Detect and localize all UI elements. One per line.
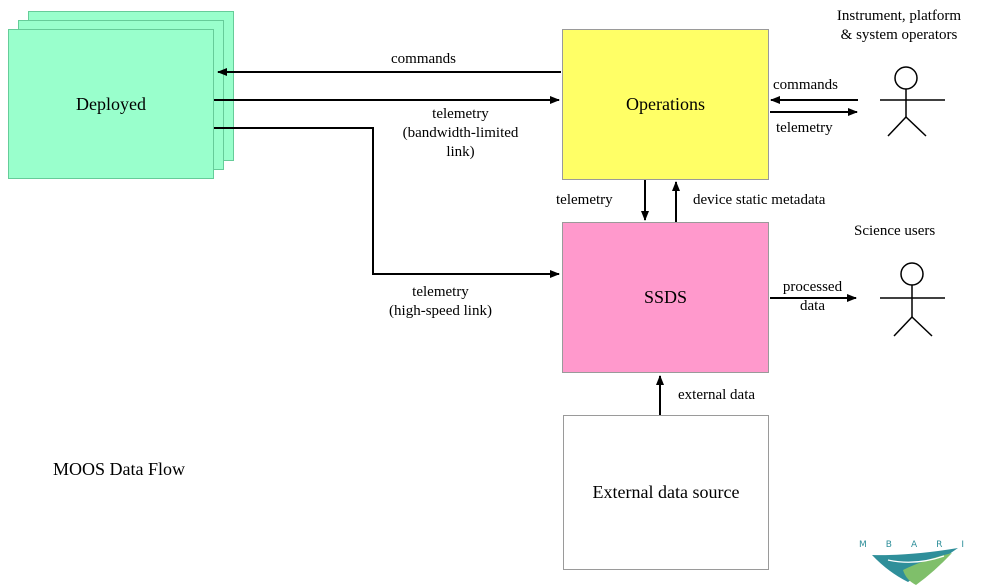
ssds-node: SSDS (562, 222, 769, 373)
ssds-label: SSDS (643, 287, 688, 307)
label-telemetry-bandwidth-line2: (bandwidth-limited (402, 125, 519, 141)
label-telemetry-highspeed-line2: (high-speed link) (389, 303, 492, 319)
external-source-node: External data source (563, 415, 769, 570)
operator-actor-icon (880, 66, 945, 137)
label-processed-data: processed data (765, 278, 860, 316)
operations-label: Operations (626, 94, 705, 114)
label-operators-line2: & system operators (840, 27, 958, 43)
label-processed-line1: processed (782, 279, 843, 295)
external-source-label: External data source (592, 482, 740, 502)
label-operator-commands: commands (773, 77, 838, 93)
label-ops-to-ssds: telemetry (556, 192, 613, 208)
telemetry-highspeed-arrow (214, 127, 560, 278)
label-telemetry-bandwidth-line1: telemetry (432, 106, 489, 122)
diagram-title: MOOS Data Flow (53, 459, 186, 479)
label-telemetry-highspeed: telemetry (high-speed link) (358, 283, 523, 321)
operations-node: Operations (562, 29, 769, 180)
label-science-users: Science users (854, 223, 936, 239)
label-ssds-to-ops: device static metadata (693, 192, 826, 208)
label-processed-line2: data (800, 298, 825, 314)
label-commands: commands (391, 51, 456, 67)
label-telemetry-highspeed-line1: telemetry (412, 284, 469, 300)
label-operator-telemetry: telemetry (776, 120, 833, 136)
label-telemetry-bandwidth: telemetry (bandwidth-limited link) (378, 105, 543, 162)
deployed-node: Deployed (8, 29, 214, 179)
science-user-actor-icon (880, 262, 945, 337)
mbari-logo-icon: MBARI (859, 540, 983, 585)
label-operators: Instrument, platform & system operators (806, 7, 992, 45)
label-operators-line1: Instrument, platform (836, 8, 962, 24)
deployed-label: Deployed (76, 93, 146, 114)
label-external-data: external data (678, 387, 756, 403)
label-telemetry-bandwidth-line3: link) (446, 144, 475, 160)
svg-text:MBARI: MBARI (859, 540, 983, 550)
